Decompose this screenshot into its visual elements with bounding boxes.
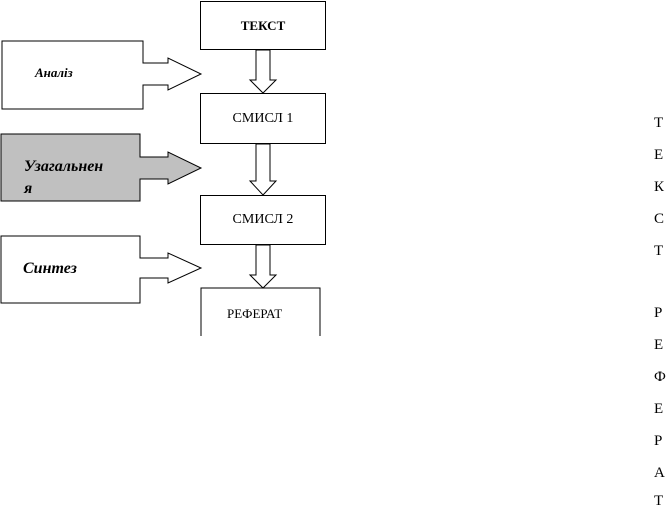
vertical-letter: А — [654, 465, 665, 481]
vertical-letter: Р — [654, 433, 663, 449]
vertical-letter: Е — [654, 401, 664, 417]
vertical-letter: С — [654, 211, 665, 227]
generalization-arrow-shape — [0, 133, 203, 202]
analysis-arrow-shape — [1, 40, 203, 110]
abstract-box-outline — [200, 287, 321, 336]
text-box: ТЕКСТ — [200, 1, 326, 50]
meaning2-box-label: СМИСЛ 2 — [232, 212, 294, 227]
vertical-letter: Е — [654, 337, 664, 353]
meaning1-box: СМИСЛ 1 — [200, 93, 326, 144]
abstract-box-label: РЕФЕРАТ — [227, 306, 283, 321]
meaning2-box: СМИСЛ 2 — [200, 195, 326, 245]
vertical-letter: Т — [654, 493, 664, 509]
vertical-letter: К — [654, 179, 665, 195]
vertical-letter: Р — [654, 305, 663, 321]
vertical-letter: Ф — [654, 369, 666, 385]
down-arrow-1 — [248, 49, 278, 94]
synthesis-arrow-shape — [0, 235, 203, 304]
synthesis-label: Синтез — [23, 260, 77, 277]
text-box-label: ТЕКСТ — [240, 17, 286, 33]
down-arrow-3 — [248, 244, 278, 289]
vertical-letter: Т — [654, 243, 664, 259]
vertical-letter: Т — [654, 115, 664, 131]
down-arrow-2 — [248, 143, 278, 196]
generalization-label-line2: я — [24, 180, 33, 197]
generalization-label-line1: Узагальнен — [24, 158, 104, 175]
vertical-letter: Е — [654, 147, 664, 163]
meaning1-box-label: СМИСЛ 1 — [232, 110, 294, 126]
analysis-label: Аналіз — [35, 65, 73, 80]
